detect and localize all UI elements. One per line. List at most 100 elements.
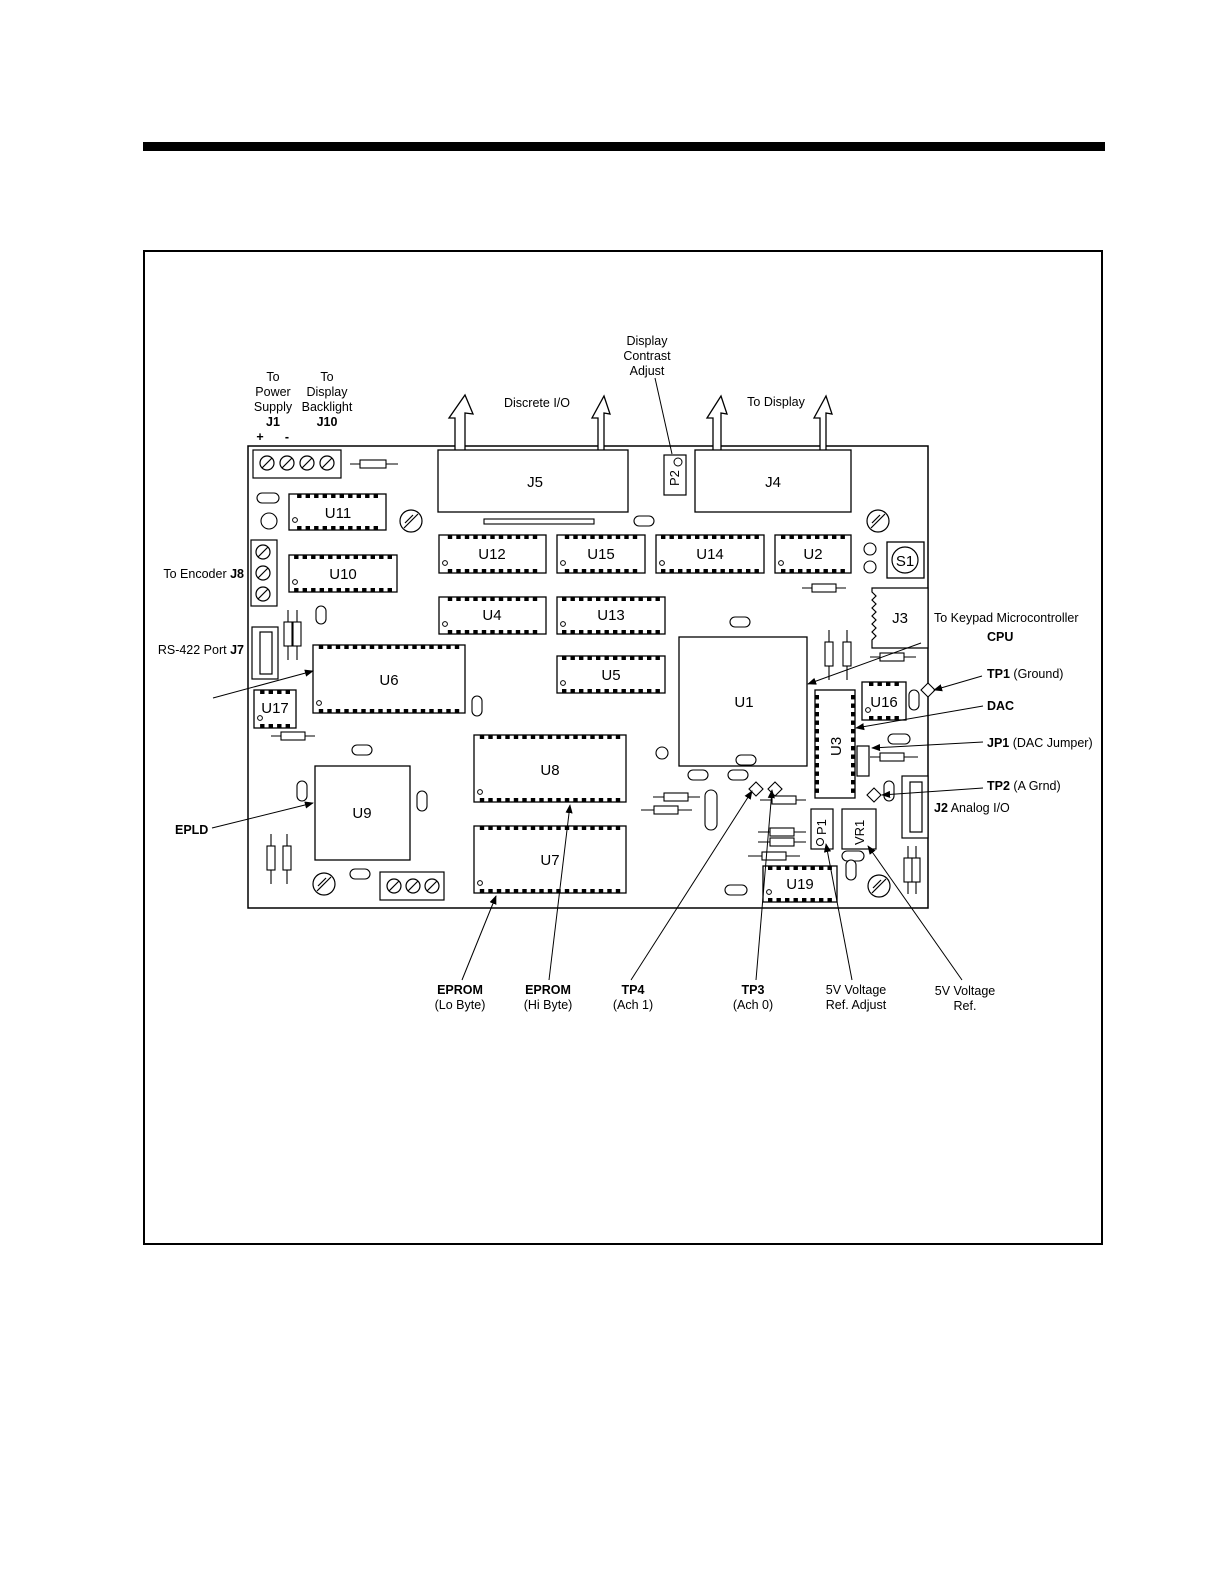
callout-dac: DAC bbox=[987, 699, 1014, 713]
leader-lines bbox=[211, 377, 984, 981]
chip-u11: U11 bbox=[288, 493, 387, 531]
switch-s1: S1 bbox=[886, 541, 925, 579]
callout-j2: J2 Analog I/O bbox=[934, 801, 1010, 815]
callout-backlight-display: Display bbox=[307, 385, 349, 399]
callout-tp2: TP2 (A Grnd) bbox=[987, 779, 1061, 793]
label-p2: P2 bbox=[667, 470, 682, 486]
svg-text:P1: P1 bbox=[814, 819, 829, 835]
callout-power-power: Power bbox=[255, 385, 290, 399]
connector-j2 bbox=[901, 775, 929, 839]
callout-discrete-io: Discrete I/O bbox=[504, 396, 570, 410]
chip-u15: U15 bbox=[556, 534, 646, 574]
callout-tp3-2: (Ach 0) bbox=[733, 998, 773, 1012]
svg-text:S1: S1 bbox=[896, 553, 914, 570]
callout-contrast-3: Adjust bbox=[630, 364, 665, 378]
chip-u12: U12 bbox=[438, 534, 547, 574]
callout-contrast-1: Display bbox=[627, 334, 669, 348]
chip-u14: U14 bbox=[655, 534, 765, 574]
resistors bbox=[266, 459, 921, 894]
svg-text:U10: U10 bbox=[329, 566, 357, 583]
chip-u5: U5 bbox=[556, 655, 666, 694]
ribbon-cable-arrows bbox=[447, 393, 833, 450]
svg-text:U9: U9 bbox=[352, 805, 371, 822]
chip-u10: U10 bbox=[288, 554, 398, 593]
callout-eprom-lo-1: EPROM bbox=[437, 983, 483, 997]
svg-text:U5: U5 bbox=[601, 667, 620, 684]
svg-text:U8: U8 bbox=[540, 762, 559, 779]
chip-u9: U9 bbox=[314, 765, 411, 861]
chip-u1: U1 bbox=[678, 636, 808, 767]
terminal-block-bottom bbox=[379, 871, 445, 901]
test-points bbox=[748, 682, 936, 803]
svg-text:U19: U19 bbox=[786, 876, 814, 893]
callout-backlight-to: To bbox=[320, 370, 333, 384]
svg-text:U6: U6 bbox=[379, 672, 398, 689]
callout-rs422: RS-422 Port J7 bbox=[158, 643, 244, 657]
capacitors bbox=[256, 492, 920, 896]
callout-cpu: CPU bbox=[987, 630, 1013, 644]
mounting-screws bbox=[312, 509, 891, 898]
label-j4: J4 bbox=[765, 474, 781, 491]
svg-text:U12: U12 bbox=[478, 546, 506, 563]
chip-u17: U17 bbox=[253, 689, 297, 729]
svg-text:U2: U2 bbox=[803, 546, 822, 563]
terminal-block-j1-j10 bbox=[252, 449, 342, 479]
connector-j7 bbox=[251, 626, 279, 680]
callout-power-ref: J1 bbox=[266, 415, 280, 429]
svg-text:U15: U15 bbox=[587, 546, 615, 563]
potentiometer-p1: P1 bbox=[810, 808, 834, 850]
terminal-block-j8 bbox=[250, 539, 278, 607]
callout-backlight-ref: J10 bbox=[317, 415, 338, 429]
svg-text:U4: U4 bbox=[482, 607, 501, 624]
callout-contrast-2: Contrast bbox=[623, 349, 671, 363]
callout-backlight-backlight: Backlight bbox=[302, 400, 353, 414]
callout-power-supply: Supply bbox=[254, 400, 293, 414]
chip-u2: U2 bbox=[774, 534, 852, 574]
callout-tp1: TP1 (Ground) bbox=[987, 667, 1063, 681]
svg-text:U13: U13 bbox=[597, 607, 625, 624]
connector-j3: J3 bbox=[871, 587, 929, 649]
svg-text:U7: U7 bbox=[540, 852, 559, 869]
svg-text:U3: U3 bbox=[828, 737, 845, 756]
callout-to-display: To Display bbox=[747, 395, 805, 409]
header-rule bbox=[143, 142, 1105, 151]
chip-u13: U13 bbox=[556, 596, 666, 635]
callout-tp4-1: TP4 bbox=[622, 983, 645, 997]
chip-u3: U3 bbox=[814, 689, 856, 799]
connector-j4 bbox=[694, 449, 852, 513]
svg-text:U11: U11 bbox=[325, 505, 351, 522]
svg-text:U17: U17 bbox=[261, 700, 289, 717]
callout-encoder: To Encoder J8 bbox=[163, 567, 244, 581]
svg-text:U16: U16 bbox=[870, 694, 898, 711]
ic-chips: U11 U10 U12 U15 U14 U2 U4 U13 U6 U5 U17 … bbox=[253, 493, 907, 903]
label-j5: J5 bbox=[527, 474, 543, 491]
regulator-vr1: VR1 bbox=[841, 808, 877, 850]
callout-vref-2: Ref. bbox=[954, 999, 977, 1013]
callout-tp4-2: (Ach 1) bbox=[613, 998, 653, 1012]
chip-u4: U4 bbox=[438, 596, 547, 635]
svg-text:J3: J3 bbox=[892, 610, 908, 627]
jumper-jp1 bbox=[856, 745, 870, 777]
callout-power-minus: - bbox=[285, 430, 289, 444]
chip-u19: U19 bbox=[762, 865, 838, 903]
svg-text:VR1: VR1 bbox=[852, 820, 867, 845]
callout-vadj-1: 5V Voltage bbox=[826, 983, 887, 997]
chip-u6: U6 bbox=[312, 644, 466, 714]
callout-keypad: To Keypad Microcontroller bbox=[934, 611, 1079, 625]
callout-tp3-1: TP3 bbox=[742, 983, 765, 997]
callout-eprom-lo-2: (Lo Byte) bbox=[435, 998, 486, 1012]
connector-j5 bbox=[437, 449, 629, 513]
callout-eprom-hi-2: (Hi Byte) bbox=[524, 998, 573, 1012]
chip-u7: U7 bbox=[473, 825, 627, 894]
callout-epld: EPLD bbox=[175, 823, 208, 837]
chip-u16: U16 bbox=[861, 681, 907, 721]
svg-text:U14: U14 bbox=[696, 546, 724, 563]
figure-frame bbox=[143, 250, 1103, 1245]
chip-u8: U8 bbox=[473, 734, 627, 803]
callout-power-plus: + bbox=[256, 430, 263, 444]
callout-eprom-hi-1: EPROM bbox=[525, 983, 571, 997]
svg-text:U1: U1 bbox=[734, 694, 753, 711]
callout-vadj-2: Ref. Adjust bbox=[826, 998, 887, 1012]
callout-power-to: To bbox=[266, 370, 279, 384]
